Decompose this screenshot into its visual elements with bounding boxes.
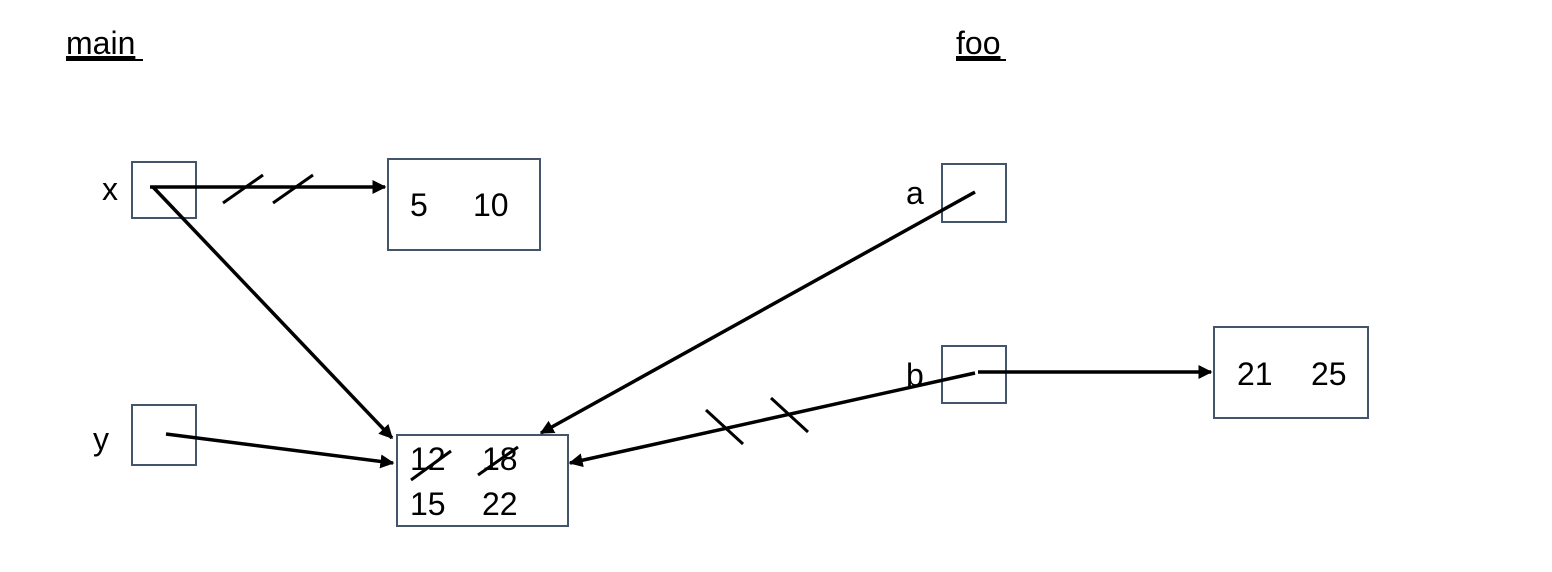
crossout-array2-value-0 <box>410 449 452 482</box>
crossout-array2-value-1 <box>477 445 519 477</box>
var-label-a: a <box>906 175 924 211</box>
strike-b-array2-b <box>769 396 810 434</box>
array1-value-0: 5 <box>410 187 428 223</box>
array1-value-1: 10 <box>473 187 509 223</box>
frame-title-main: main <box>66 25 135 61</box>
array-box-2 <box>396 434 569 527</box>
var-box-x <box>131 161 197 219</box>
array-box-1 <box>387 158 541 251</box>
var-label-y: y <box>93 421 109 457</box>
pointer-y-to-array2 <box>165 432 395 469</box>
var-label-x: x <box>102 171 118 207</box>
pointer-x-to-array2 <box>151 185 394 440</box>
array2-value-3: 22 <box>482 486 518 522</box>
strike-x-array1-a <box>222 173 264 205</box>
pointer-b-to-array2 <box>568 371 976 468</box>
strike-x-array1-b <box>272 173 314 205</box>
array-box-3 <box>1213 326 1369 419</box>
pointer-a-to-array2 <box>539 190 976 435</box>
array3-value-0: 21 <box>1237 356 1273 392</box>
array2-value-2: 15 <box>410 486 446 522</box>
array3-value-1: 25 <box>1311 356 1347 392</box>
strike-b-array2-a <box>704 408 745 446</box>
frame-title-foo: foo <box>956 25 1000 61</box>
